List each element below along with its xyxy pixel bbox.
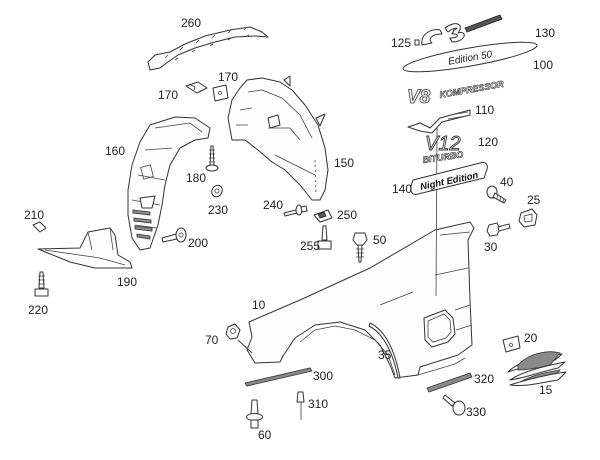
- part-330-screw[interactable]: [442, 394, 466, 416]
- callout-25: 25: [527, 193, 541, 207]
- callout-250: 250: [337, 208, 358, 222]
- part-35-arch-trim[interactable]: [368, 322, 401, 379]
- part-60-bolt[interactable]: [246, 399, 263, 429]
- callout-130: 130: [535, 26, 556, 40]
- callout-310: 310: [308, 397, 329, 411]
- emblem-63[interactable]: [414, 14, 503, 46]
- part-150-wheel-arch-liner[interactable]: [227, 75, 329, 201]
- callout-60: 60: [258, 428, 272, 442]
- callout-190: 190: [117, 275, 138, 289]
- callout-320: 320: [474, 372, 495, 386]
- callout-300: 300: [313, 369, 334, 383]
- callout-30: 30: [484, 240, 498, 254]
- callout-160: 160: [105, 144, 126, 158]
- part-180-screw[interactable]: [205, 145, 219, 172]
- callout-120: 120: [478, 135, 499, 149]
- emblem-v12-text: V12: [425, 133, 461, 155]
- callout-40: 40: [500, 175, 514, 189]
- callout-230: 230: [208, 203, 229, 217]
- callout-125: 125: [391, 36, 412, 50]
- emblem-edition-50[interactable]: Edition 50: [401, 36, 538, 77]
- callout-110: 110: [475, 103, 495, 117]
- part-320-trim-strip[interactable]: [426, 372, 473, 393]
- part-30-bolt[interactable]: [486, 222, 511, 237]
- callout-200: 200: [188, 236, 209, 250]
- part-240-push-pin[interactable]: [283, 204, 308, 217]
- emblem-v8-text: V8: [407, 87, 431, 108]
- callout-70: 70: [205, 333, 219, 347]
- part-230-nut[interactable]: [210, 183, 225, 198]
- part-160-wheel-arch-liner[interactable]: [127, 116, 211, 251]
- callout-210: 210: [24, 208, 45, 222]
- callout-50: 50: [373, 233, 387, 247]
- emblem-v12-script[interactable]: [407, 109, 471, 134]
- part-250-clip[interactable]: [313, 209, 333, 223]
- callout-140: 140: [392, 182, 413, 196]
- callout-170-b: 170: [218, 70, 239, 84]
- part-15-side-vent[interactable]: [507, 351, 567, 386]
- part-255-screw[interactable]: [317, 225, 332, 250]
- part-200-screw[interactable]: [161, 227, 187, 243]
- emblem-night-edition[interactable]: Night Edition: [410, 162, 488, 195]
- part-190-splash-shield[interactable]: [37, 227, 133, 269]
- callout-260: 260: [181, 16, 202, 30]
- part-260-liner-strip[interactable]: [147, 26, 269, 71]
- emblem-kompressor-text: KOMPRESSOR: [439, 79, 505, 100]
- callout-15: 15: [539, 383, 553, 397]
- callout-220: 220: [28, 303, 49, 317]
- part-50-bolt[interactable]: [352, 232, 368, 263]
- part-170-clip-a[interactable]: [185, 81, 208, 94]
- callout-330: 330: [466, 405, 487, 419]
- part-210-clip[interactable]: [32, 221, 47, 233]
- part-20-clip[interactable]: [502, 335, 521, 353]
- part-40-bolt[interactable]: [486, 185, 507, 204]
- callout-170-a: 170: [158, 88, 179, 102]
- part-170-clip-b[interactable]: [212, 84, 229, 102]
- part-310-rivet[interactable]: [296, 391, 305, 420]
- callout-240: 240: [263, 198, 284, 212]
- part-10-fender[interactable]: [246, 127, 475, 379]
- emblem-v12-biturbo[interactable]: V12 BITURBO: [422, 133, 465, 166]
- callout-255: 255: [300, 239, 321, 253]
- callout-180: 180: [186, 171, 207, 185]
- part-70-nut[interactable]: [225, 323, 253, 354]
- callout-20: 20: [524, 331, 538, 345]
- callout-150: 150: [334, 156, 355, 170]
- callout-35: 35: [378, 348, 392, 362]
- part-25-clip[interactable]: [518, 208, 538, 228]
- part-220-screw[interactable]: [34, 271, 49, 297]
- callout-100: 100: [533, 58, 554, 72]
- part-300-trim-strip[interactable]: [244, 367, 313, 387]
- callout-10: 10: [252, 298, 266, 312]
